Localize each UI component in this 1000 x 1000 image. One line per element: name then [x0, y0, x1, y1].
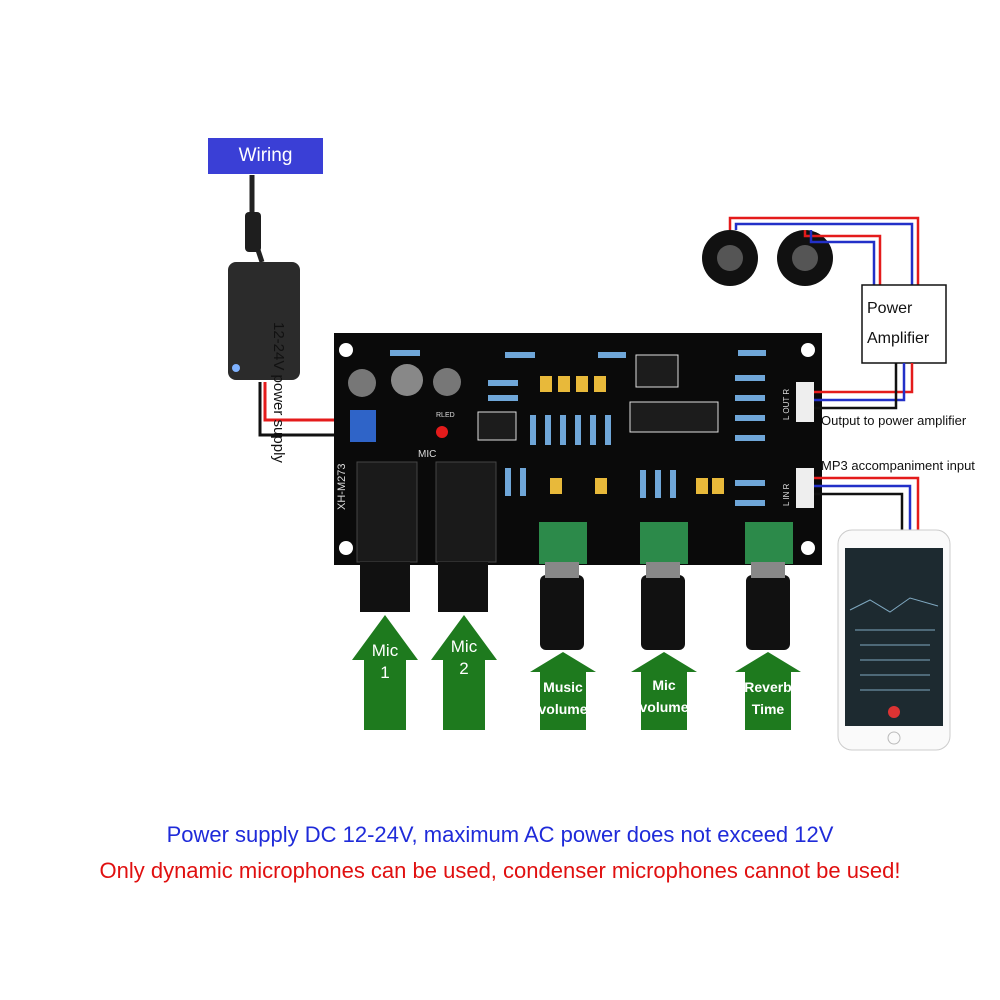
output-label: Output to power amplifier [821, 413, 967, 428]
reverb-time-label: Reverb Time [735, 676, 801, 720]
mic-2-line2: 2 [459, 659, 469, 678]
arrow-reverb-time [735, 652, 801, 730]
music-volume-line1: Music [543, 679, 583, 695]
amp-label-line1: Power [867, 300, 913, 317]
power-amplifier-label: Power Amplifier [867, 294, 929, 354]
music-volume-label: Music volume [530, 676, 596, 720]
adapter-led [232, 364, 240, 372]
music-volume-line2: volume [538, 701, 588, 717]
arrow-mic-1 [352, 615, 418, 730]
footer-power-note: Power supply DC 12-24V, maximum AC power… [166, 822, 834, 847]
adapter-plug [245, 212, 261, 252]
arrow-music-volume [530, 652, 596, 730]
ic-chip [635, 354, 679, 388]
reverb-time-line2: Time [751, 701, 785, 717]
mic-1-line1: Mic [371, 641, 399, 660]
board-in-label: L IN R [782, 483, 791, 506]
board-out-label: L OUT R [782, 388, 791, 420]
ic-chip [477, 411, 517, 441]
mic-jack-1 [356, 461, 418, 563]
capacitor [433, 368, 461, 396]
input-label: MP3 accompaniment input [821, 458, 975, 473]
power-wire-red [263, 382, 352, 422]
status-led [436, 426, 448, 438]
power-supply-label: 12-24V power supply [270, 322, 287, 463]
power-wire-black [258, 382, 352, 437]
arrow-mic-2 [431, 615, 497, 730]
amp-label-line2: Amplifier [867, 330, 930, 347]
mic-volume-label: Mic volume [631, 674, 697, 718]
yellow-caps [540, 376, 724, 494]
mic-2-label: Mic 2 [443, 636, 485, 680]
dc-terminal [350, 410, 376, 442]
capacitor [391, 364, 423, 396]
board-mic-label: MIC [418, 449, 437, 460]
arrow-mic-volume [631, 652, 697, 730]
mic-jack-2 [435, 461, 497, 563]
phone-screen-content [849, 597, 939, 691]
signal-wires [814, 363, 920, 540]
speaker-wires [728, 216, 920, 285]
power-adapter [228, 262, 300, 380]
mic-1-label: Mic 1 [364, 640, 406, 684]
reverb-time-line1: Reverb [744, 679, 792, 695]
input-connector [796, 468, 814, 508]
capacitor [348, 369, 376, 397]
footer-microphone-warning: Only dynamic microphones can be used, co… [99, 858, 901, 883]
mic-1-line2: 1 [380, 663, 390, 682]
output-connector [796, 382, 814, 422]
mic-volume-line2: volume [639, 699, 689, 715]
board-led-label: RLED [436, 412, 455, 419]
resistor-array [390, 350, 766, 506]
mic-volume-line1: Mic [652, 677, 676, 693]
ic-chip [629, 401, 719, 433]
power-amplifier-box [861, 284, 947, 364]
potentiometers [539, 522, 793, 650]
board-model-label: XH-M273 [336, 463, 348, 510]
mic-2-line1: Mic [450, 637, 478, 656]
wiring-label: Wiring [208, 138, 323, 174]
